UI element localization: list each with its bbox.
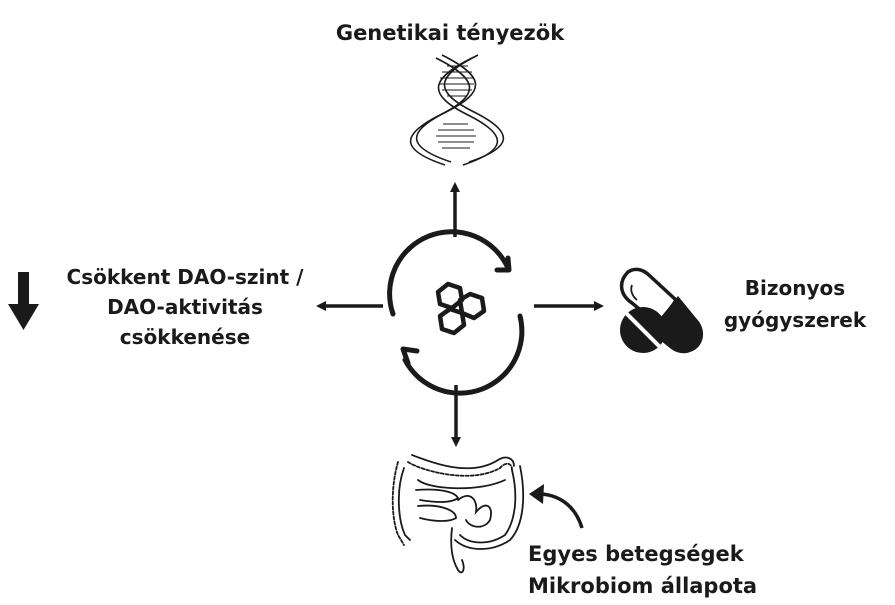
down-arrow-icon (8, 272, 39, 330)
cycle-molecule-icon (387, 229, 525, 396)
drugs-label: Bizonyos gyógyszerek (700, 272, 890, 336)
intestine-icon (391, 454, 525, 574)
curved-arrow-icon (529, 484, 584, 529)
disease-microbiome-label: Egyes betegségek Mikrobiom állapota (528, 538, 808, 602)
pills-icon (619, 267, 704, 354)
disease-label-line-2: Mikrobiom állapota (528, 574, 758, 598)
drugs-label-line-2: gyógyszerek (723, 308, 867, 332)
dao-label-line-3: csökkenése (119, 325, 251, 349)
drugs-label-line-1: Bizonyos (744, 276, 846, 300)
dao-label-line-2: DAO-aktivitás (107, 295, 263, 319)
disease-label-line-1: Egyes betegségek (528, 542, 744, 566)
dna-icon (409, 54, 505, 166)
dao-label-line-1: Csökkent DAO-szint / (66, 265, 304, 289)
dao-label: Csökkent DAO-szint / DAO-aktivitás csökk… (40, 262, 330, 352)
genetic-factors-label: Genetikai tényezök (335, 21, 565, 45)
